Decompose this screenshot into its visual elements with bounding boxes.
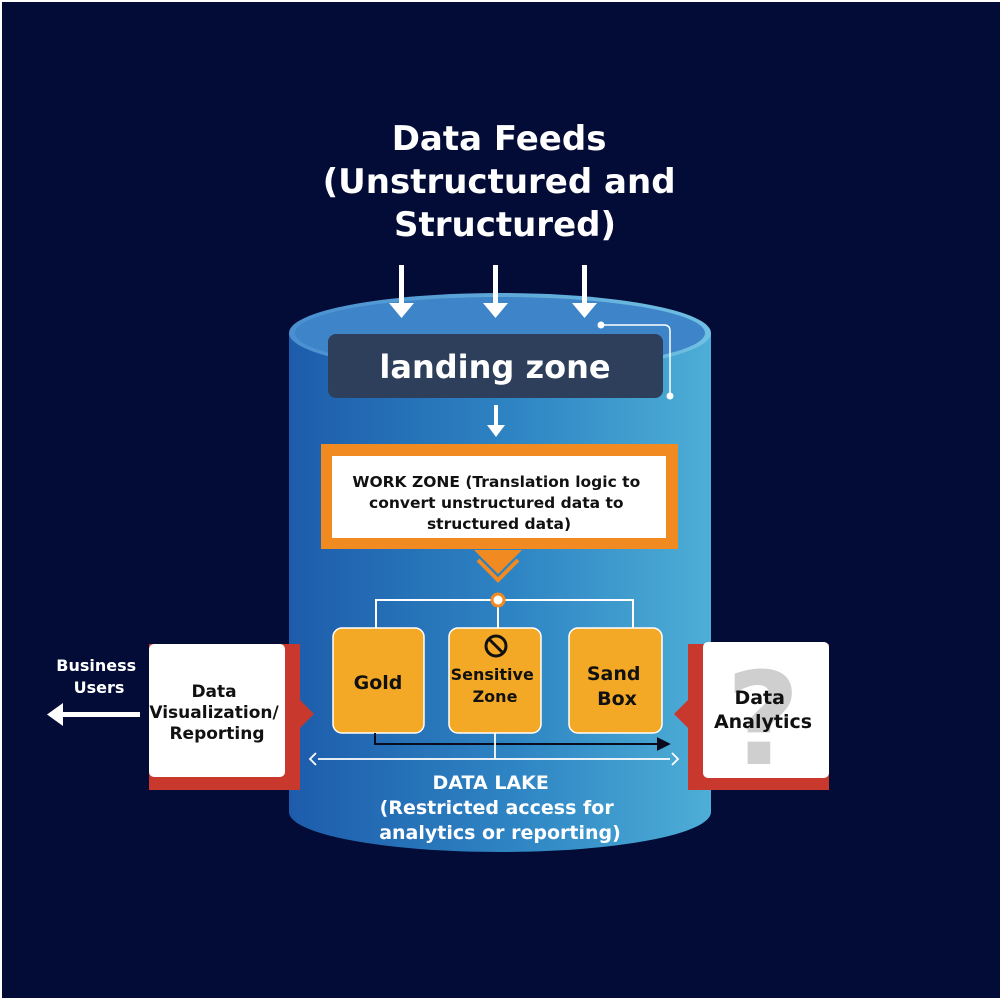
work-zone-box — [332, 456, 666, 538]
no-entry-icon — [484, 634, 508, 658]
title-line-3: Structured) — [394, 205, 616, 245]
zone-sandbox-label: Sand Box — [587, 663, 647, 710]
work-zone-line-2: convert unstructured data to — [369, 494, 623, 512]
left-panel: Data Visualization/ Reporting — [149, 644, 314, 790]
business-users-label: Business Users — [56, 656, 141, 697]
zone-gold-label: Gold — [354, 672, 403, 694]
arrow-left-icon — [47, 703, 140, 726]
zone-bracket — [375, 592, 634, 628]
zone-gold: Gold — [332, 627, 425, 734]
bracket-node-icon — [490, 592, 506, 608]
question-mark-icon: ? — [726, 646, 800, 795]
landing-zone: landing zone — [328, 334, 663, 398]
work-zone: WORK ZONE (Translation logic to convert … — [321, 444, 678, 549]
work-zone-label: WORK ZONE (Translation logic to convert … — [352, 473, 645, 533]
right-panel-label: Data Analytics — [714, 687, 812, 733]
chevron-down-icon — [474, 550, 522, 583]
feed-arrow-icon — [572, 265, 597, 318]
landing-connector — [597, 321, 674, 400]
left-panel-box — [149, 644, 285, 777]
right-panel-box — [703, 642, 829, 778]
landing-to-work-arrow-icon — [487, 405, 505, 437]
title-line-1: Data Feeds — [392, 119, 607, 159]
zone-sensitive: Sensitive Zone — [448, 627, 542, 734]
zone-sensitive-label: Sensitive Zone — [451, 665, 540, 706]
data-lake-span-arrow — [308, 733, 680, 766]
feed-arrow-icon — [483, 265, 508, 318]
landing-zone-label: landing zone — [379, 348, 610, 386]
title-line-2: (Unstructured and — [323, 162, 676, 202]
work-zone-line-1: WORK ZONE (Translation logic to — [352, 473, 640, 491]
title: Data Feeds (Unstructured and Structured) — [323, 119, 688, 245]
data-lake-line-3: analytics or reporting) — [379, 822, 621, 844]
zones-output-arrow — [374, 733, 671, 751]
feed-arrows — [389, 265, 597, 318]
work-zone-line-3: structured data) — [427, 515, 571, 533]
business-users: Business Users — [47, 656, 141, 726]
zone-sandbox: Sand Box — [568, 627, 663, 734]
data-lake-label: DATA LAKE (Restricted access for analyti… — [379, 772, 621, 844]
left-panel-label: Data Visualization/ Reporting — [149, 682, 284, 744]
right-panel: ? Data Analytics — [674, 642, 829, 795]
feed-arrow-icon — [389, 265, 414, 318]
landing-zone-box — [328, 334, 663, 398]
data-lake-line-1: DATA LAKE — [433, 772, 549, 794]
data-lake-line-2: (Restricted access for — [380, 797, 615, 819]
